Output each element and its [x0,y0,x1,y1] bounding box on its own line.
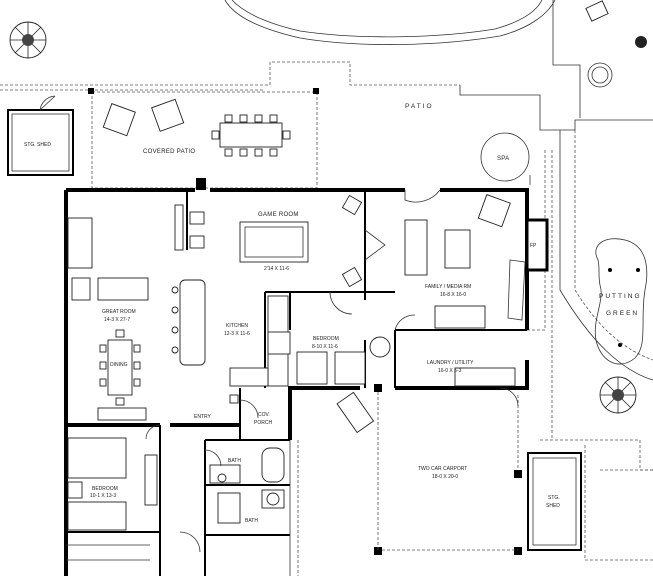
label-laundry-dim: 16-0 X 5-3 [438,368,462,374]
spa [480,132,530,182]
label-bedroom-left: BEDROOM [92,486,118,492]
room-labels: PATIO SPA COVERED PATIO STG. SHED GAME R… [24,103,642,524]
door-swings [145,189,519,553]
label-covered-patio: COVERED PATIO [143,149,195,155]
site-layout [0,0,653,561]
label-carport: TWO CAR CARPORT [418,466,467,472]
label-laundry: LAUNDRY / UTILITY [427,360,474,366]
storage-shed-right [527,452,582,551]
label-cov-porch-1: COV. [258,412,270,418]
label-storage-shed-right-1: STG. [548,495,560,501]
label-cov-porch-2: PORCH [254,420,272,426]
label-family-media-dim: 16-8 X 16-0 [440,292,466,298]
label-storage-shed-right-2: SHED [546,503,560,509]
label-great-room-dim: 14-3 X 27-7 [104,317,130,323]
label-bath-bottom: BATH [245,518,258,524]
label-family-media: FAMILY / MEDIA RM [425,284,471,290]
label-patio: PATIO [405,103,434,110]
label-green: GREEN [606,310,639,317]
house-walls [64,178,549,576]
label-bedroom-mid-dim: 8-10 X 11-6 [312,344,338,350]
label-carport-dim: 18-0 X 20-0 [432,474,458,480]
label-bath-top: BATH [228,458,241,464]
label-fireplace: FP [530,243,537,249]
interior-furniture [66,194,582,561]
putting-green-area [594,238,648,365]
label-dining: DINING [110,362,128,368]
label-storage-shed-left: STG. SHED [24,142,51,148]
plant-icon [9,21,47,59]
label-spa: SPA [497,156,509,162]
label-kitchen: KITCHEN [226,323,248,329]
label-bedroom-left-dim: 10-1 X 13-3 [90,493,116,499]
label-great-room: GREAT ROOM [102,309,136,315]
plant-icon [599,376,637,414]
label-bedroom-mid: BEDROOM [313,336,339,342]
label-putting: PUTTING [599,293,642,300]
label-kitchen-dim: 12-3 X 11-6 [224,331,250,337]
label-game-room-table: 2'14 X 11-6 [264,266,289,272]
label-entry: ENTRY [194,414,212,420]
label-game-room: GAME ROOM [258,212,299,218]
